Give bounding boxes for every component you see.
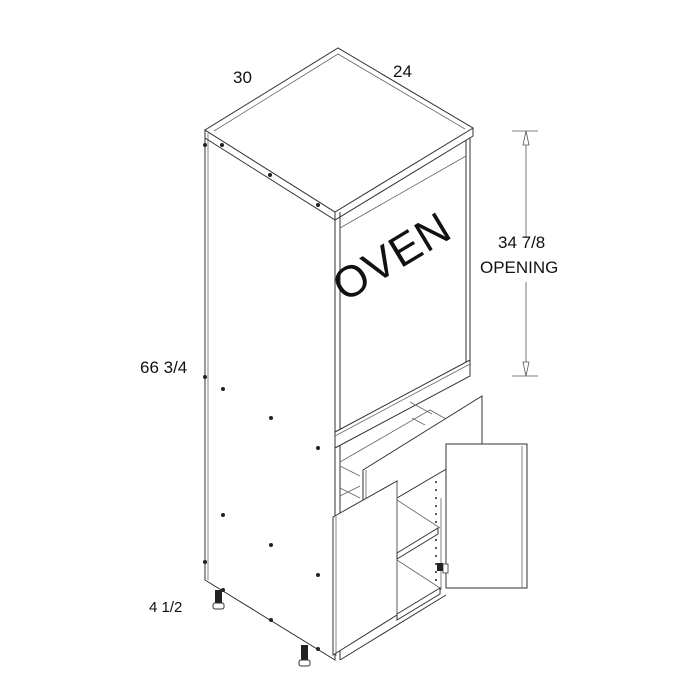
right-door-open bbox=[445, 443, 528, 589]
height-dimension-label: 66 3/4 bbox=[140, 358, 188, 377]
left-side-panel bbox=[204, 129, 336, 661]
oven-opening bbox=[339, 155, 467, 229]
lower-cabinet bbox=[332, 443, 528, 661]
opening-value-label: 34 7/8 bbox=[498, 233, 546, 252]
oven-bottom-rail bbox=[334, 359, 471, 449]
shelf-pin-holes bbox=[435, 481, 437, 581]
depth-dimension-label: 24 bbox=[393, 62, 412, 81]
left-door bbox=[332, 480, 398, 656]
opening-dimension-line bbox=[512, 130, 538, 377]
leveling-leg-icon bbox=[298, 645, 311, 667]
hinge-icon bbox=[437, 563, 449, 574]
side-panel-screws bbox=[203, 143, 320, 651]
shelf bbox=[396, 527, 439, 560]
toe-kick-dimension-label: 4 1/2 bbox=[149, 599, 183, 616]
opening-text-label: OPENING bbox=[480, 258, 559, 277]
width-dimension-label: 30 bbox=[233, 68, 252, 87]
leveling-leg-icon bbox=[212, 590, 225, 610]
cabinet-top bbox=[204, 47, 474, 221]
